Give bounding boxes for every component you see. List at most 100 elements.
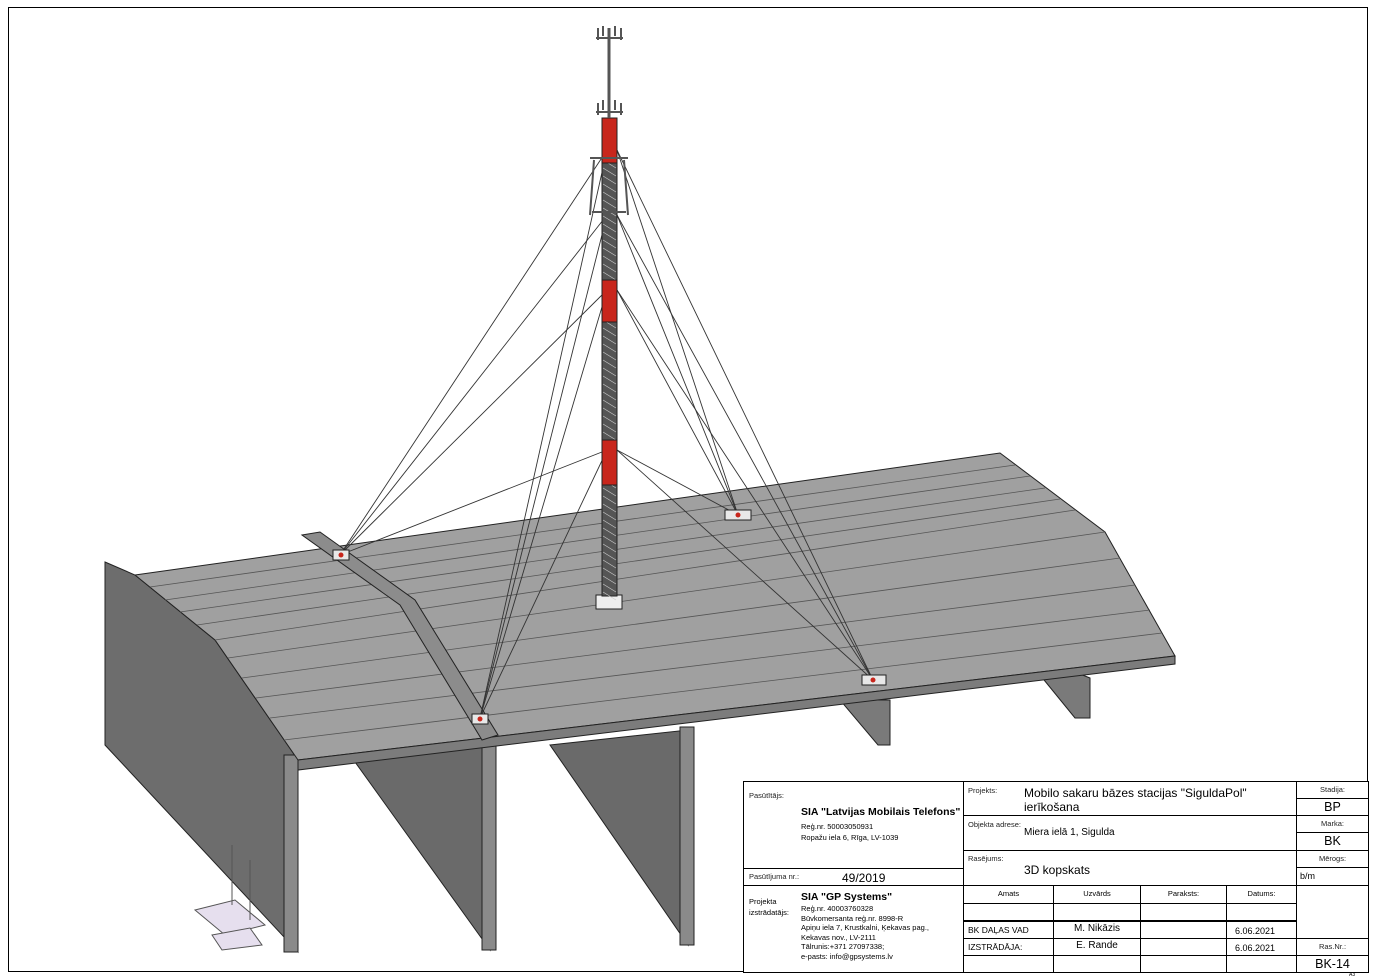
lattice-brace: [602, 175, 617, 185]
lattice-brace: [602, 543, 617, 553]
signature-cell: [1053, 903, 1141, 921]
client-reg: Reģ.nr. 50003050931: [801, 822, 874, 831]
lattice-brace: [602, 231, 617, 241]
order-number: 49/2019: [842, 871, 886, 885]
drawing-row: Rasējums: 3D kopskats: [963, 850, 1297, 886]
lattice-brace: [602, 527, 617, 537]
lattice-brace: [602, 263, 617, 273]
stage-value: BP: [1324, 800, 1341, 814]
lattice-brace: [602, 495, 617, 505]
lattice-brace: [602, 327, 617, 337]
signature-cell: Paraksts:: [1140, 885, 1227, 904]
project-title-line1: Mobilo sakaru bāzes stacijas "SiguldaPol…: [1024, 786, 1247, 800]
developer-line: Apiņu iela 7, Krustkalni, Ķekavas pag.,: [801, 923, 929, 932]
lattice-brace: [602, 407, 617, 417]
lattice-brace: [602, 183, 617, 193]
client-section: Pasūtītājs: SIA "Latvijas Mobilais Telef…: [743, 781, 964, 869]
signature-cell: [963, 955, 1054, 973]
signature-cell: Uzvārds: [1053, 885, 1141, 904]
project-title-line2: ierīkošana: [1024, 800, 1080, 814]
column: [283, 754, 299, 953]
lattice-brace: [602, 191, 617, 201]
lattice-brace: [602, 423, 617, 433]
tower-red-section: [601, 279, 618, 323]
lattice-brace: [602, 551, 617, 561]
client-label: Pasūtītājs:: [749, 791, 785, 800]
signature-cell: BK DAĻAS VAD: [963, 921, 1054, 939]
column: [481, 737, 497, 951]
lattice-brace: [602, 591, 617, 601]
lattice-brace: [602, 559, 617, 569]
lattice-brace: [602, 367, 617, 377]
order-row: Pasūtījuma nr.: 49/2019: [743, 868, 964, 886]
signature-value: BK DAĻAS VAD: [968, 925, 1029, 935]
drawing-frame: [8, 7, 1368, 972]
stage-cell: BP: [1296, 798, 1369, 816]
signature-cell: M. Nikāzis: [1053, 921, 1141, 939]
developer-line: Būvkomersanta reģ.nr. 8998-R: [801, 913, 904, 923]
developer-label-2: izstrādatājs:: [749, 908, 790, 917]
roof-panel-lines: [149, 464, 1163, 741]
signature-cell: [1140, 955, 1227, 973]
title-block: Pasūtītājs: SIA "Latvijas Mobilais Telef…: [743, 781, 1369, 973]
sheet-label-cell: Ras.Nr.:: [1296, 938, 1369, 956]
stage-label: Stadija:: [1319, 785, 1346, 794]
lattice-brace: [602, 199, 617, 209]
signature-cell: 6.06.2021: [1226, 938, 1297, 956]
scale-value: b/m: [1300, 871, 1316, 881]
blank-cell: [1296, 885, 1369, 939]
interior-wall: [549, 729, 689, 947]
developer-name: SIA "GP Systems": [801, 891, 893, 903]
stage-label-cell: Stadija:: [1296, 781, 1369, 799]
lattice-brace: [602, 247, 617, 257]
column-header: Uzvārds: [1083, 889, 1111, 898]
lattice-brace: [602, 359, 617, 369]
ground-frame: [193, 845, 267, 951]
signature-cell: Amats: [963, 885, 1054, 904]
lattice-brace: [602, 343, 617, 353]
order-label: Pasūtījuma nr.:: [749, 872, 800, 881]
lattice-brace: [602, 239, 617, 249]
column-header: Datums:: [1247, 889, 1276, 898]
signature-cell: Datums:: [1226, 885, 1297, 904]
lattice-brace: [602, 511, 617, 521]
signature-cell: [1140, 903, 1227, 921]
mark-label-cell: Marka:: [1296, 815, 1369, 833]
lattice-brace: [602, 383, 617, 393]
tower-base: [595, 594, 623, 610]
scale-label-cell: Mērogs:: [1296, 850, 1369, 868]
signature-cell: [1140, 921, 1227, 939]
project-label: Projekts:: [968, 786, 998, 795]
lattice-brace: [602, 535, 617, 545]
signature-cell: [1140, 938, 1227, 956]
scale-label: Mērogs:: [1318, 854, 1347, 863]
signature-cell: [963, 903, 1054, 921]
roof-edge: [297, 655, 1176, 771]
mark-cell: BK: [1296, 832, 1369, 851]
sheet-label: Ras.Nr.:: [1318, 942, 1347, 951]
developer-line: Kekavas nov., LV-2111: [801, 932, 876, 942]
column-header: Amats: [997, 889, 1020, 898]
client-name: SIA "Latvijas Mobilais Telefons": [801, 806, 961, 818]
lattice-brace: [602, 167, 617, 177]
lattice-brace: [602, 223, 617, 233]
tower-red-section: [601, 439, 618, 486]
lattice-brace: [602, 271, 617, 281]
developer-details: Reģ.nr. 40003760328 Būvkomersanta reģ.nr…: [801, 904, 929, 961]
scale-cell: b/m: [1296, 867, 1369, 886]
roof-slab: [133, 452, 1176, 761]
lattice-brace: [602, 431, 617, 441]
developer-line: e-pasts: info@gpsystems.lv: [801, 951, 893, 961]
signature-value: 6.06.2021: [1235, 926, 1276, 936]
guy-wires: [339, 149, 874, 719]
sheet-number: BK-14: [1315, 957, 1350, 971]
lattice-brace: [602, 215, 617, 225]
mark-label: Marka:: [1321, 819, 1344, 828]
signature-value: M. Nikāzis: [1073, 923, 1121, 934]
interior-wall: [349, 739, 491, 952]
lattice-brace: [602, 575, 617, 585]
object-address: Miera ielā 1, Sigulda: [1024, 827, 1115, 838]
drawing-label: Rasējums:: [968, 854, 1004, 863]
signature-value: 6.06.2021: [1235, 943, 1276, 953]
lattice-brace: [602, 255, 617, 265]
